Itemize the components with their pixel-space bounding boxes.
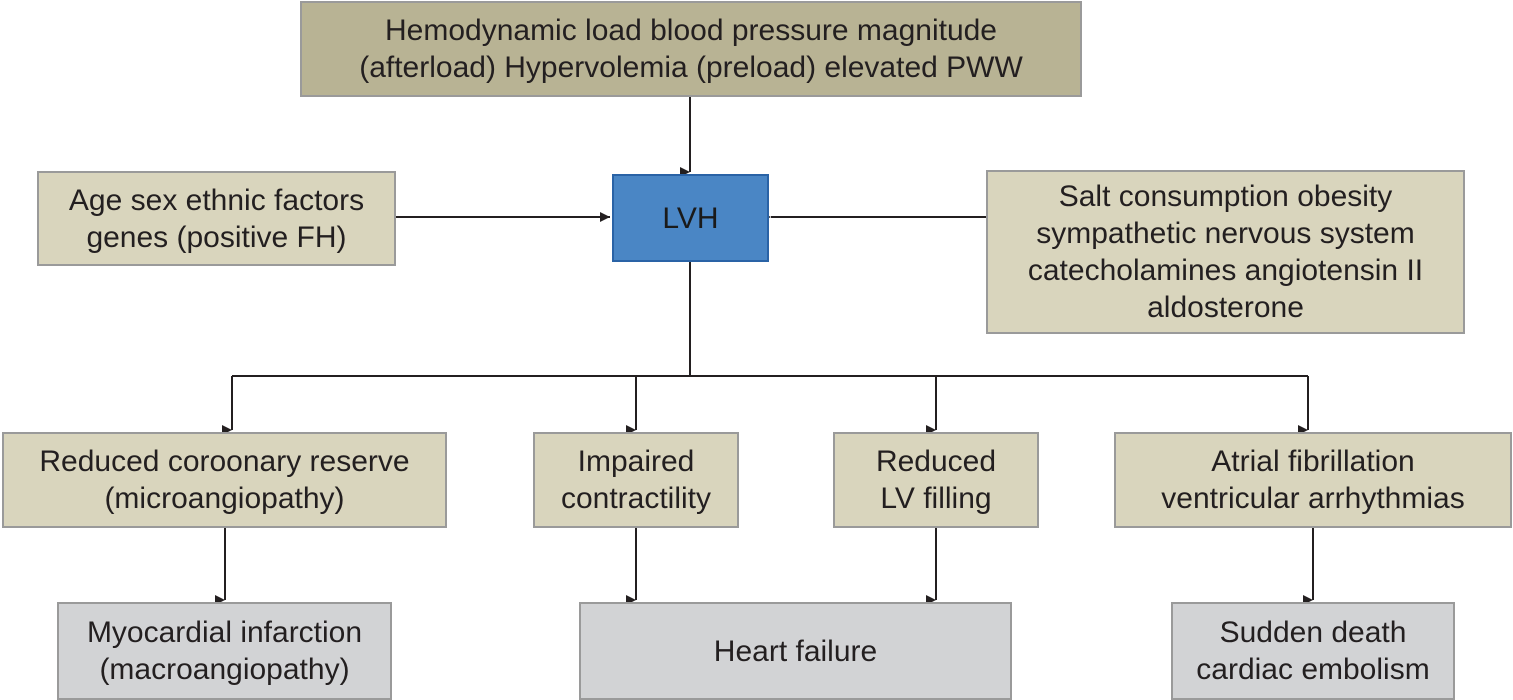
heart-failure-box: Heart failure xyxy=(579,602,1012,700)
sudden-death-box: Sudden death cardiac embolism xyxy=(1171,602,1455,700)
coronary-line-2: (microangiopathy) xyxy=(104,482,345,515)
reduced-lv-filling-box: Reduced LV filling xyxy=(833,432,1039,528)
filling-line-1: Reduced xyxy=(875,445,997,478)
hemodynamic-line-2: (afterload) Hypervolemia (preload) eleva… xyxy=(359,51,1023,84)
atrial-line-1: Atrial fibrillation xyxy=(1211,445,1415,478)
reduced-coronary-reserve-box: Reduced coroonary reserve (microangiopat… xyxy=(2,432,447,528)
contractility-line-2: contractility xyxy=(560,482,712,515)
salt-line-1: Salt consumption obesity xyxy=(1058,180,1393,213)
coronary-line-1: Reduced coroonary reserve xyxy=(39,445,410,478)
salt-obesity-box: Salt consumption obesity sympathetic ner… xyxy=(986,170,1465,334)
mi-line-1: Myocardial infarction xyxy=(86,616,363,649)
hemodynamic-line-1: Hemodynamic load blood pressure magnitud… xyxy=(384,14,997,47)
age-sex-genes-box: Age sex ethnic factors genes (positive F… xyxy=(37,171,396,266)
salt-line-2: sympathetic nervous system xyxy=(1036,217,1415,250)
atrial-fibrillation-box: Atrial fibrillation ventricular arrhythm… xyxy=(1114,432,1512,528)
heart-failure-label: Heart failure xyxy=(713,634,878,668)
salt-line-4: aldosterone xyxy=(1147,291,1304,324)
age-line-1: Age sex ethnic factors xyxy=(68,183,365,217)
hemodynamic-load-box: Hemodynamic load blood pressure magnitud… xyxy=(300,1,1082,97)
filling-line-2: LV filling xyxy=(880,482,992,515)
lvh-center-box: LVH xyxy=(612,174,769,262)
lvh-label: LVH xyxy=(662,201,719,235)
salt-line-3: catecholamines angiotensin II xyxy=(1027,254,1424,287)
sudden-line-2: cardiac embolism xyxy=(1196,653,1430,686)
age-line-2: genes (positive FH) xyxy=(86,220,347,254)
impaired-contractility-box: Impaired contractility xyxy=(533,432,739,528)
sudden-line-1: Sudden death xyxy=(1219,616,1407,649)
mi-line-2: (macroangiopathy) xyxy=(99,653,350,686)
atrial-line-2: ventricular arrhythmias xyxy=(1161,482,1465,515)
myocardial-infarction-box: Myocardial infarction (macroangiopathy) xyxy=(57,602,392,700)
contractility-line-1: Impaired xyxy=(577,445,695,478)
